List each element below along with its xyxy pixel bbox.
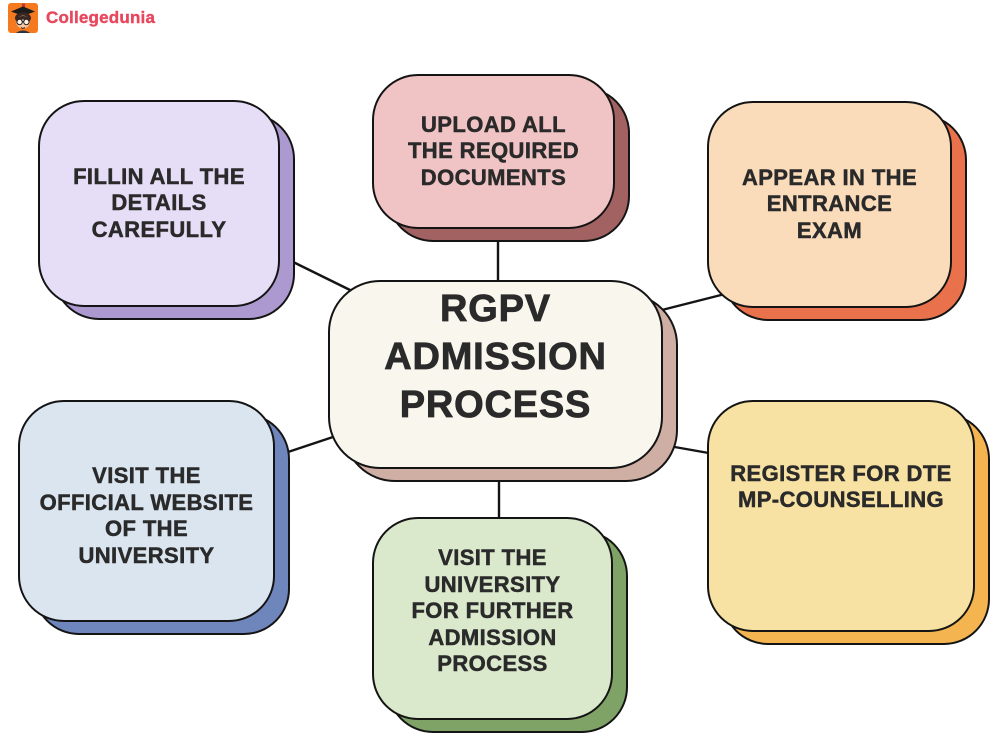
node-fill-details: FILLIN ALL THE DETAILS CAREFULLY bbox=[38, 100, 295, 320]
card-front bbox=[18, 400, 275, 622]
node-label-fill-details: FILLIN ALL THE DETAILS CAREFULLY bbox=[73, 163, 245, 242]
card-front bbox=[707, 101, 952, 308]
node-label-visit-website: VISIT THE OFFICIAL WEBSITE OF THE UNIVER… bbox=[39, 463, 254, 568]
node-visit-university: VISIT THE UNIVERSITY FOR FURTHER ADMISSI… bbox=[372, 517, 628, 733]
node-visit-website: VISIT THE OFFICIAL WEBSITE OF THE UNIVER… bbox=[18, 400, 290, 635]
node-upload-documents: UPLOAD ALL THE REQUIRED DOCUMENTS bbox=[372, 74, 630, 242]
node-dte-counselling: REGISTER FOR DTE MP-COUNSELLING bbox=[707, 400, 990, 645]
card-front bbox=[328, 280, 663, 469]
brand-name: Collegedunia bbox=[46, 8, 156, 27]
node-entrance-exam: APPEAR IN THE ENTRANCE EXAM bbox=[707, 101, 967, 321]
card-front bbox=[372, 517, 613, 720]
card-front bbox=[372, 74, 615, 229]
brand-logo: Collegedunia bbox=[8, 3, 155, 33]
node-center-title: RGPV ADMISSION PROCESS bbox=[328, 280, 678, 482]
diagram-title: RGPV ADMISSION PROCESS bbox=[384, 287, 607, 426]
collegedunia-mascot-icon bbox=[8, 3, 38, 33]
card-front bbox=[38, 100, 280, 307]
node-label-visit-university: VISIT THE UNIVERSITY FOR FURTHER ADMISSI… bbox=[411, 545, 574, 677]
node-label-dte-counselling: REGISTER FOR DTE MP-COUNSELLING bbox=[730, 460, 952, 512]
card-front bbox=[707, 400, 975, 632]
node-label-entrance-exam: APPEAR IN THE ENTRANCE EXAM bbox=[741, 164, 918, 243]
connector-fill-details-center bbox=[283, 256, 352, 292]
node-label-upload-documents: UPLOAD ALL THE REQUIRED DOCUMENTS bbox=[407, 111, 580, 190]
